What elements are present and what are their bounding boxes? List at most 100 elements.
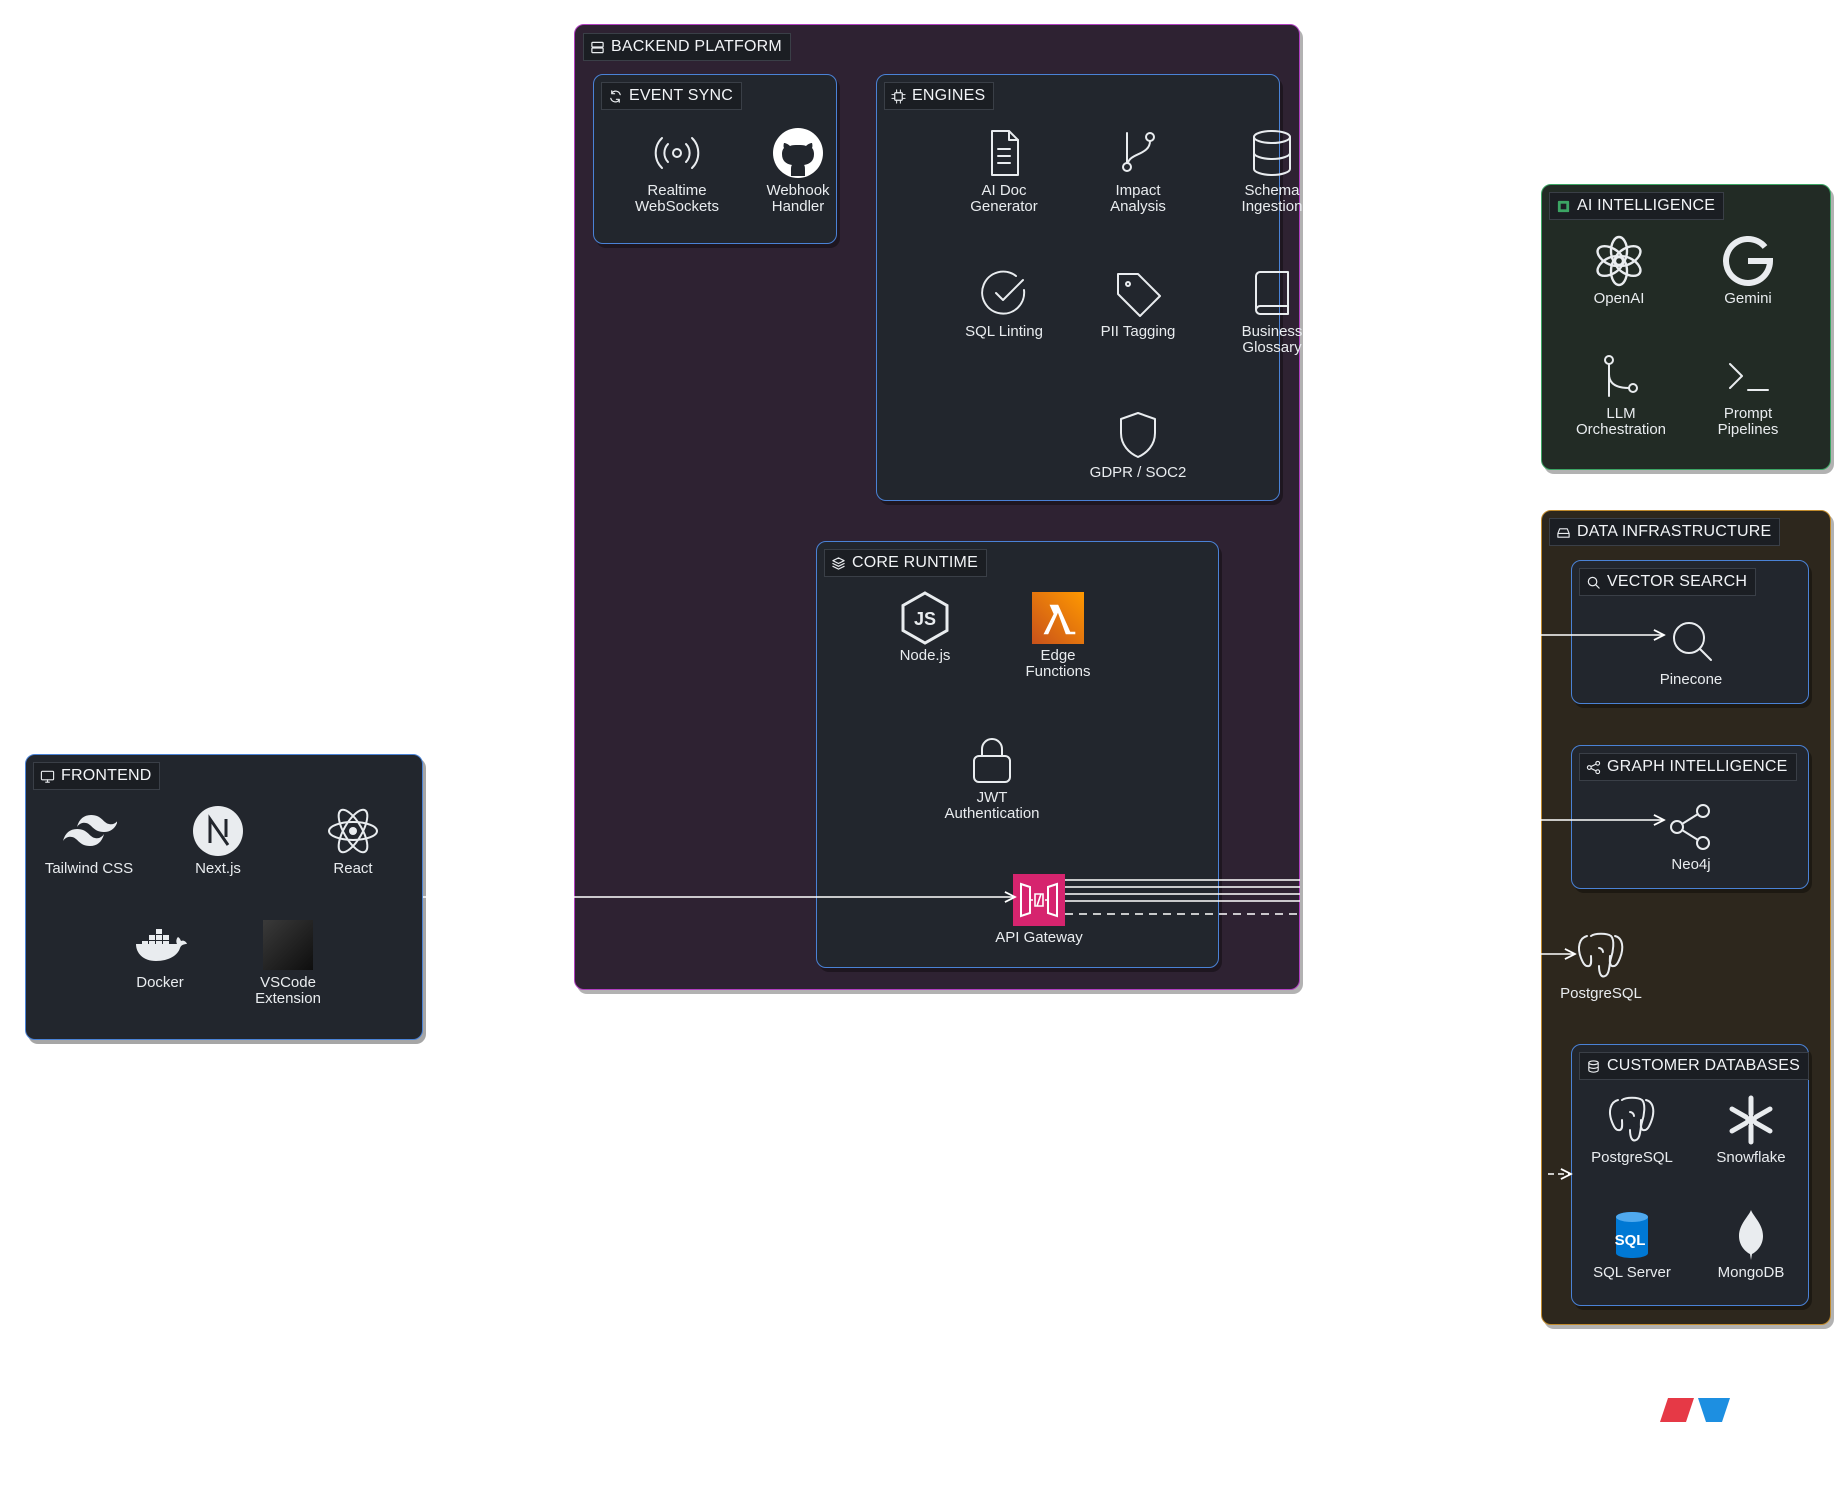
docker-label: Docker [136,974,184,991]
openai-node[interactable]: OpenAI [1559,233,1679,307]
nextjs-label: Next.js [195,860,241,877]
prompt-pipelines-label: Prompt Pipelines [1717,405,1779,438]
docker-node[interactable]: Docker [100,917,220,991]
realtime-websockets-label: Realtime WebSockets [635,182,719,215]
tailwind-icon [63,815,117,846]
postgresql-icon [1609,1096,1655,1142]
google-icon [1723,235,1774,286]
chip-icon [1557,200,1570,212]
pinecone-node[interactable]: Pinecone [1631,614,1751,688]
sql-linting-label: SQL Linting [965,323,1043,340]
postgresql-customer-node[interactable]: PostgreSQL [1572,1092,1692,1166]
git-merge-icon [1604,355,1638,397]
webhook-handler-node[interactable]: Webhook Handler [738,125,858,215]
vscode-extension-node[interactable]: VSCode Extension [228,917,348,1007]
jwt-authentication-label: JWT Authentication [944,789,1040,822]
schema-ingestion-node[interactable]: Schema Ingestion [1212,125,1332,215]
jwt-authentication-node[interactable]: JWT Authentication [932,732,1052,822]
tag-icon [1117,273,1161,317]
pinecone-label: Pinecone [1659,671,1723,688]
backend-platform-title: BACKEND PLATFORM [611,38,782,55]
mongodb-node[interactable]: MongoDB [1691,1207,1811,1281]
tailwind-css-node[interactable]: Tailwind CSS [29,803,149,877]
sql-server-icon [1616,1212,1648,1258]
share-icon [1586,760,1601,774]
backend-platform-label: BACKEND PLATFORM [583,33,791,61]
impact-analysis-label: Impact Analysis [1110,182,1166,215]
snowflake-label: Snowflake [1716,1149,1786,1166]
snowflake-icon [1729,1095,1773,1145]
ai-doc-generator-node[interactable]: AI Doc Generator [944,125,1064,215]
ai-intelligence-group: AI INTELLIGENCE OpenAI Gemini LLM Orches… [1541,184,1831,470]
openai-icon [1596,235,1642,287]
database-small-icon [1588,1059,1599,1073]
api-gateway-label: API Gateway [995,929,1083,946]
nextjs-node[interactable]: Next.js [158,803,278,877]
llm-orchestration-node[interactable]: LLM Orchestration [1561,348,1681,438]
event-sync-panel: EVENT SYNC Realtime WebSockets Webhook H… [593,74,837,244]
edge-functions-node[interactable]: Edge Functions [998,590,1118,680]
gemini-label: Gemini [1724,290,1772,307]
hard-drive-icon [1557,527,1570,538]
react-icon [328,808,378,854]
sql-server-node[interactable]: SQL Server [1572,1207,1692,1281]
nextjs-icon [193,806,243,856]
event-sync-title: EVENT SYNC [629,87,733,104]
postgresql-icon [1578,932,1624,978]
engines-panel: ENGINES AI Doc Generator Impact Analysis… [876,74,1302,501]
snowflake-node[interactable]: Snowflake [1691,1092,1811,1166]
data-infrastructure-title: DATA INFRASTRUCTURE [1577,523,1772,540]
sql-linting-node[interactable]: SQL Linting [944,266,1064,340]
edge-functions-label: Edge Functions [1025,647,1091,680]
customer-databases-panel: CUSTOMER DATABASES PostgreSQL Snowflake … [1571,1044,1809,1306]
gdpr-soc2-node[interactable]: GDPR / SOC2 [1078,407,1198,481]
brand-logo [1660,1398,1730,1422]
business-glossary-node[interactable]: Business Glossary [1212,266,1332,356]
react-node[interactable]: React [293,803,413,877]
graph-intelligence-label: GRAPH INTELLIGENCE [1579,753,1797,781]
monitor-icon [40,770,55,783]
impact-analysis-node[interactable]: Impact Analysis [1078,125,1198,215]
frontend-panel: FRONTEND Tailwind CSS Next.js React Dock… [25,754,423,1040]
event-sync-label: EVENT SYNC [601,82,742,110]
refresh-icon [610,89,621,103]
llm-orchestration-label: LLM Orchestration [1575,405,1667,438]
realtime-websockets-node[interactable]: Realtime WebSockets [617,125,737,215]
search-icon [1587,576,1600,589]
react-label: React [333,860,373,877]
book-icon [1255,271,1289,315]
postgresql-main-node[interactable]: PostgreSQL [1541,928,1661,1002]
terminal-icon [1729,363,1769,391]
mongodb-label: MongoDB [1717,1264,1785,1281]
neo4j-node[interactable]: Neo4j [1631,799,1751,873]
ai-doc-generator-label: AI Doc Generator [970,182,1038,215]
vector-search-label: VECTOR SEARCH [1579,568,1757,596]
graph-intelligence-title: GRAPH INTELLIGENCE [1607,758,1788,775]
vector-search-panel: VECTOR SEARCH Pinecone [1571,560,1809,704]
nodejs-icon: JS [901,591,949,645]
api-gateway-node[interactable]: API Gateway [979,872,1099,946]
magnifier-icon [1673,622,1712,661]
schema-ingestion-label: Schema Ingestion [1241,182,1303,215]
layers-icon [832,556,845,570]
customer-databases-label: CUSTOMER DATABASES [1579,1052,1809,1080]
prompt-pipelines-node[interactable]: Prompt Pipelines [1688,348,1808,438]
nodejs-node[interactable]: JS Node.js [865,590,985,664]
postgresql-customer-label: PostgreSQL [1591,1149,1673,1166]
github-icon [773,128,823,178]
gemini-node[interactable]: Gemini [1688,233,1808,307]
cpu-icon [891,88,906,104]
webhook-handler-label: Webhook Handler [766,182,830,215]
core-runtime-panel: CORE RUNTIME JS Node.js Edge Functions J… [816,541,1219,968]
engines-label: ENGINES [884,82,995,110]
pii-tagging-node[interactable]: PII Tagging [1078,266,1198,340]
openai-label: OpenAI [1593,290,1645,307]
docker-icon [136,929,187,961]
share-nodes-icon [1670,804,1710,850]
sql-server-badge: SQL [1614,1232,1646,1249]
api-gateway-icon [1013,874,1065,926]
data-infrastructure-label: DATA INFRASTRUCTURE [1549,518,1781,546]
check-circle-icon [981,270,1026,315]
neo4j-label: Neo4j [1671,856,1711,873]
lock-icon [973,738,1011,783]
